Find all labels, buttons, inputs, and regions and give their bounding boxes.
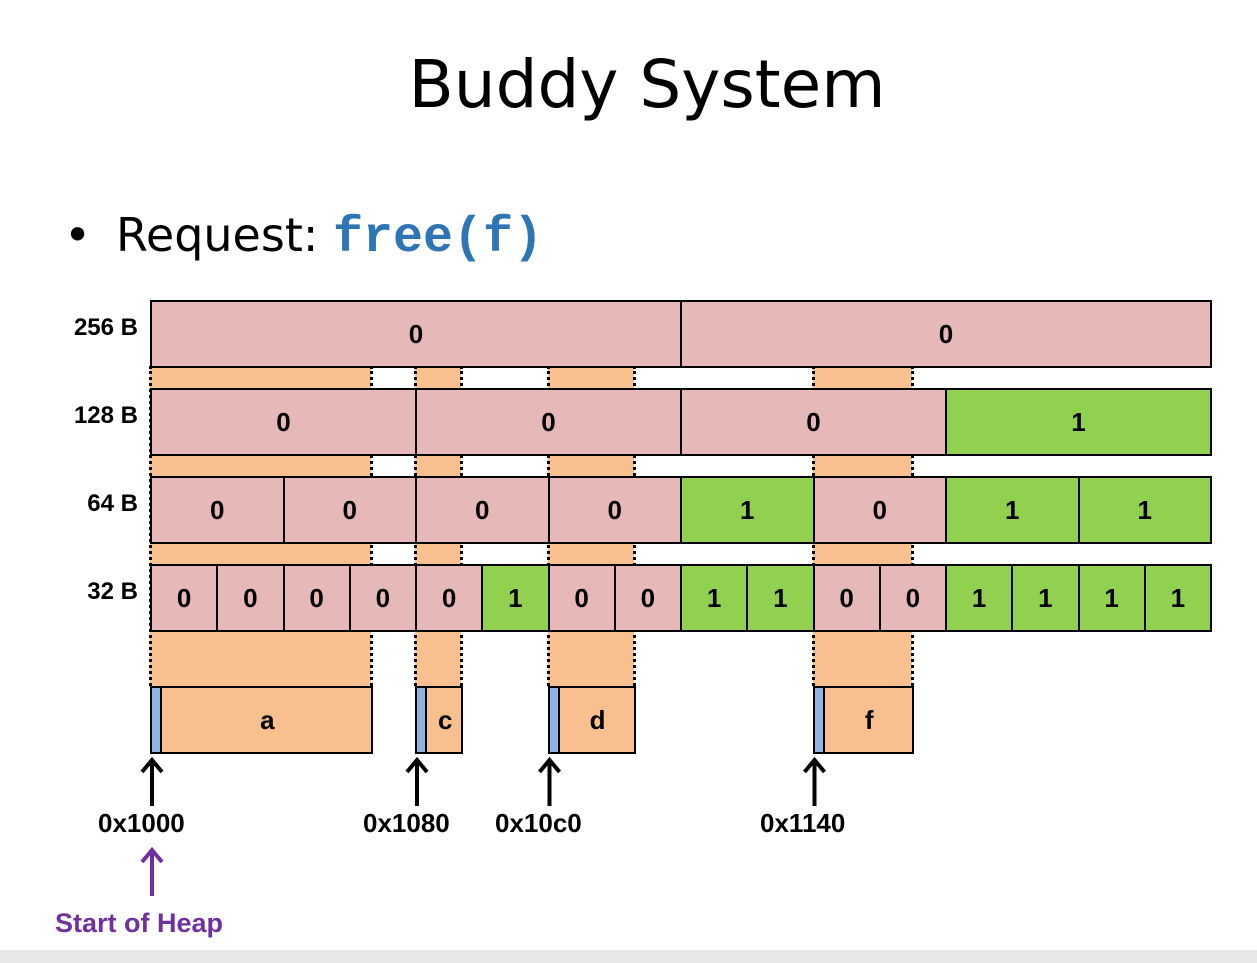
address-label: 0x1080 bbox=[363, 808, 450, 838]
bitmap-cell: 0 bbox=[216, 564, 285, 632]
block-header bbox=[547, 686, 560, 754]
address-arrow-icon bbox=[537, 756, 562, 806]
address-label: 0x10c0 bbox=[495, 808, 582, 838]
bitmap-cell: 0 bbox=[812, 476, 947, 544]
bitmap-cell: 0 bbox=[547, 476, 682, 544]
request-label: Request: bbox=[116, 208, 333, 262]
address-label: 0x1140 bbox=[760, 808, 846, 838]
bitmap-cell: 1 bbox=[945, 388, 1212, 456]
bitmap-cell: 0 bbox=[282, 476, 417, 544]
address-label: 0x1000 bbox=[98, 808, 185, 838]
block-header bbox=[150, 686, 162, 754]
allocated-block: a bbox=[150, 686, 373, 754]
level-label: 64 B bbox=[87, 490, 138, 517]
bitmap-cell: 0 bbox=[415, 476, 550, 544]
bitmap-cell: 0 bbox=[878, 564, 947, 632]
heap-start-label: Start of Heap bbox=[55, 908, 224, 938]
bitmap-cell: 1 bbox=[1077, 564, 1146, 632]
bitmap-cell: 1 bbox=[1077, 476, 1212, 544]
bitmap-cell: 1 bbox=[680, 476, 815, 544]
address-arrow-icon bbox=[802, 756, 827, 806]
bitmap-cell: 0 bbox=[812, 564, 881, 632]
address-arrow-icon bbox=[405, 756, 429, 806]
block-header bbox=[812, 686, 825, 754]
bottom-bar bbox=[0, 950, 1257, 963]
bitmap-cell: 0 bbox=[680, 300, 1212, 368]
bullet-icon: • bbox=[64, 208, 92, 262]
bitmap-cell: 0 bbox=[150, 476, 285, 544]
address-arrow-icon bbox=[140, 756, 164, 806]
bitmap-cell: 0 bbox=[150, 300, 682, 368]
bitmap-cell: 1 bbox=[945, 564, 1014, 632]
bitmap-cell: 0 bbox=[415, 388, 682, 456]
bitmap-cell: 0 bbox=[150, 388, 417, 456]
bitmap-cell: 0 bbox=[282, 564, 351, 632]
block-header bbox=[415, 686, 427, 754]
heap-start-arrow-icon bbox=[140, 846, 164, 896]
request-code: free(f) bbox=[332, 210, 544, 267]
bitmap-cell: 1 bbox=[945, 476, 1080, 544]
bitmap-cell: 0 bbox=[348, 564, 417, 632]
level-label: 256 B bbox=[73, 314, 138, 341]
bitmap-cell: 1 bbox=[481, 564, 550, 632]
bitmap-cell: 1 bbox=[1143, 564, 1212, 632]
level-label: 128 B bbox=[73, 402, 138, 429]
bitmap-cell: 1 bbox=[1011, 564, 1080, 632]
bitmap-cell: 0 bbox=[415, 564, 484, 632]
request-bullet: • Request: free(f) bbox=[64, 200, 543, 270]
level-label: 32 B bbox=[87, 578, 138, 605]
bitmap-cell: 0 bbox=[150, 564, 219, 632]
slide-title: Buddy System bbox=[408, 46, 886, 123]
